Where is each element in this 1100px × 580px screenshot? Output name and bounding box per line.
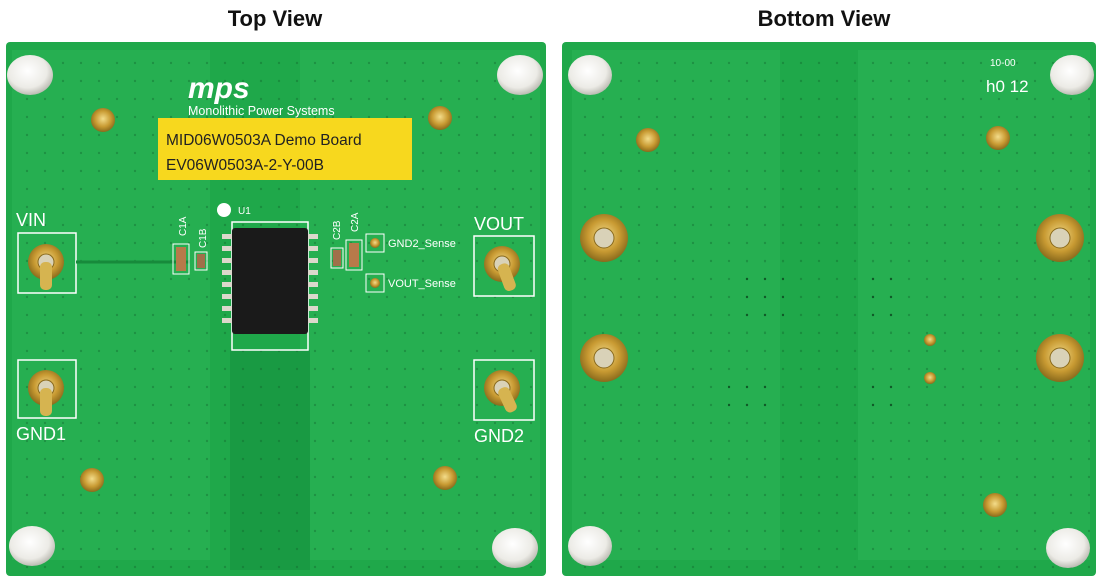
via-cluster-icon — [728, 262, 906, 420]
standoff-icon — [7, 55, 53, 95]
standoff-icon — [568, 55, 612, 95]
board-label-line2: EV06W0503A-2-Y-00B — [166, 157, 324, 174]
connector-bottom-icon — [1036, 214, 1084, 262]
vout-label: VOUT — [474, 214, 524, 234]
mounting-pad-icon — [986, 126, 1010, 150]
mounting-pad-icon — [428, 106, 452, 130]
vin-connector-icon — [28, 244, 64, 290]
vout-sense-label: VOUT_Sense — [388, 278, 456, 290]
u1-label: U1 — [238, 206, 251, 217]
gnd2-connector-icon — [484, 370, 520, 413]
c1b-label: C1B — [198, 228, 209, 248]
vout-sense-pad-icon — [370, 278, 380, 288]
c2a-label: C2A — [350, 212, 361, 232]
connector-bottom-icon — [1036, 334, 1084, 382]
capacitor-c2b-icon — [330, 247, 344, 269]
standoff-icon — [568, 526, 612, 566]
board-label — [158, 118, 412, 180]
mps-logo: mps — [188, 72, 250, 105]
capacitor-c1a-icon — [172, 243, 190, 275]
mounting-pad-icon — [983, 493, 1007, 517]
capacitor-c1b-icon — [194, 251, 208, 271]
board-marking-line1: 10-00 — [990, 58, 1016, 69]
pin1-marker-icon — [217, 203, 231, 217]
via-pad-icon — [924, 334, 936, 346]
standoff-icon — [497, 55, 543, 95]
standoff-icon — [1050, 55, 1094, 95]
gnd1-label: GND1 — [16, 424, 66, 444]
gnd2-sense-label: GND2_Sense — [388, 238, 456, 250]
board-marking-line2: h0 12 — [986, 77, 1029, 96]
vin-label: VIN — [16, 210, 46, 230]
mounting-pad-icon — [80, 468, 104, 492]
via-pad-icon — [924, 372, 936, 384]
mounting-pad-icon — [433, 466, 457, 490]
bottom-view-title: Bottom View — [757, 6, 891, 31]
gnd2-sense-pad-icon — [370, 238, 380, 248]
company-name: Monolithic Power Systems — [188, 104, 335, 118]
ic-chip-icon — [222, 228, 318, 334]
top-view-title: Top View — [227, 6, 323, 31]
c1a-label: C1A — [178, 216, 189, 236]
standoff-icon — [492, 528, 538, 568]
gnd2-label: GND2 — [474, 426, 524, 446]
mounting-pad-icon — [91, 108, 115, 132]
board-label-line1: MID06W0503A Demo Board — [166, 132, 362, 149]
top-board: mps Monolithic Power Systems MID06W0503A… — [6, 42, 546, 576]
mounting-pad-icon — [636, 128, 660, 152]
connector-bottom-icon — [580, 334, 628, 382]
capacitor-c2a-icon — [345, 239, 363, 271]
gnd1-connector-icon — [28, 370, 64, 416]
connector-bottom-icon — [580, 214, 628, 262]
vout-connector-icon — [484, 246, 520, 291]
standoff-icon — [1046, 528, 1090, 568]
standoff-icon — [9, 526, 55, 566]
c2b-label: C2B — [332, 220, 343, 240]
bottom-board: 10-00 h0 12 — [562, 42, 1096, 576]
